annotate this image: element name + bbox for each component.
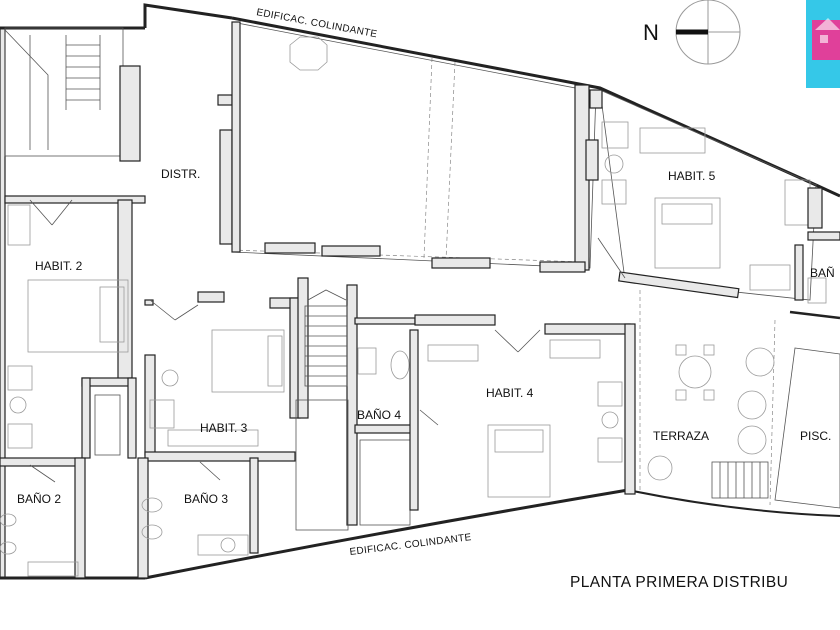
label-habit5: HABIT. 5 xyxy=(668,169,716,183)
habit4-room xyxy=(409,314,636,511)
distr-walls xyxy=(217,94,586,263)
outer-wall-top-right xyxy=(815,183,840,198)
habit2-room xyxy=(4,195,146,459)
label-bano-partial: BAÑ xyxy=(810,266,835,280)
label-bano3: BAÑO 3 xyxy=(184,492,228,506)
logo-icon xyxy=(806,0,840,88)
label-habit3: HABIT. 3 xyxy=(200,421,248,435)
outer-wall-distr-top xyxy=(143,3,233,28)
outer-wall-left xyxy=(0,27,6,579)
plan-title: PLANTA PRIMERA DISTRIBU xyxy=(570,574,788,591)
outer-wall-top xyxy=(231,16,817,187)
label-terraza: TERRAZA xyxy=(653,429,709,443)
label-bano2: BAÑO 2 xyxy=(17,492,61,506)
label-habit2: HABIT. 2 xyxy=(35,259,83,273)
label-habit4: HABIT. 4 xyxy=(486,386,534,400)
terrace-area xyxy=(639,290,840,509)
bano2-room xyxy=(0,457,86,579)
habit5-room xyxy=(585,89,840,304)
outer-wall-bottom xyxy=(144,488,629,580)
outer-wall-terrace-bottom xyxy=(627,489,840,517)
habit3-room xyxy=(144,291,301,462)
bano3-room xyxy=(137,457,259,579)
compass-icon xyxy=(675,0,741,65)
label-bano4: BAÑO 4 xyxy=(357,408,401,422)
north-letter: N xyxy=(643,20,659,45)
central-room xyxy=(231,21,597,273)
label-pisc: PISC. xyxy=(800,429,831,443)
label-distr: DISTR. xyxy=(161,167,200,181)
room-labels: DISTR. HABIT. 2 HABIT. 3 HABIT. 4 HABIT.… xyxy=(17,167,835,506)
central-stair xyxy=(295,277,416,531)
stair-top-left xyxy=(4,27,141,162)
